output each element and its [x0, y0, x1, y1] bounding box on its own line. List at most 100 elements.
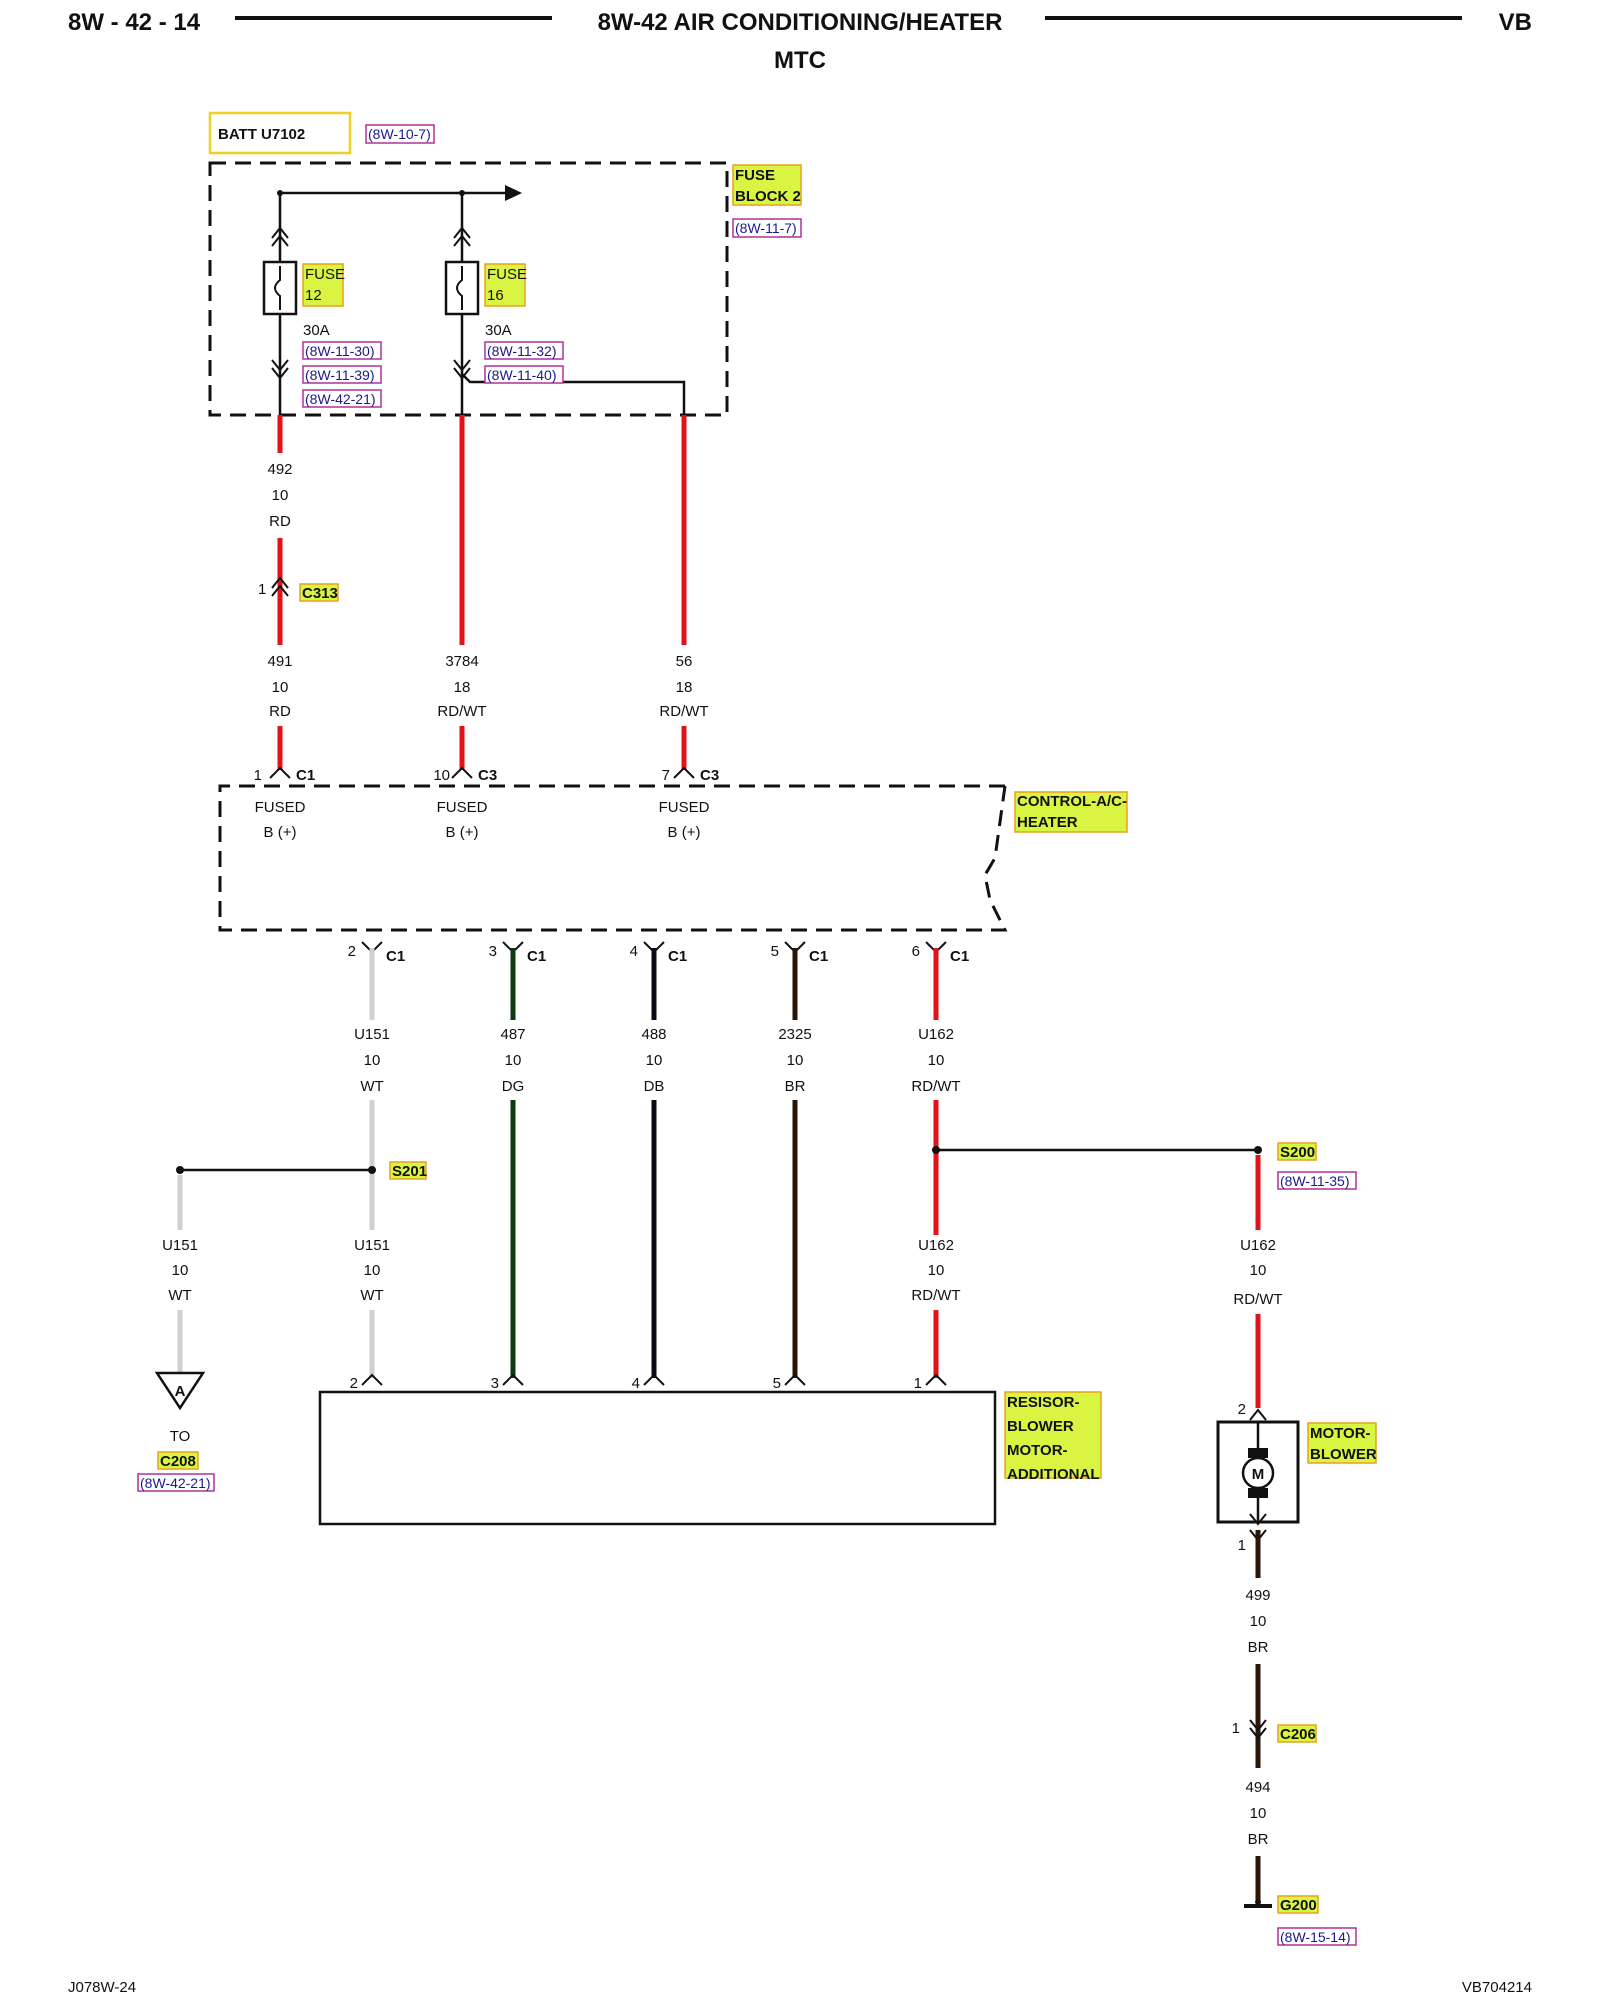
c208-offpage: A TO C208 (8W-42-21): [137, 1371, 215, 1492]
connector-chevron-icon: [1249, 1727, 1267, 1740]
s200-label-bg: [1277, 1142, 1317, 1161]
s201-name[interactable]: S201: [392, 1163, 427, 1180]
out2-circuit: 487: [500, 1026, 525, 1043]
output1-conn: C1: [386, 948, 405, 965]
connector-chevron-icon: [271, 584, 289, 597]
out3-gauge: 10: [646, 1052, 663, 1069]
resistor-pin-4: 4: [632, 1375, 640, 1392]
c206-label-bg: [1277, 1724, 1317, 1743]
connector-chevron-icon: [271, 359, 289, 372]
pin-chevron-icon: [673, 766, 695, 779]
fuse-block-ref-box: [732, 218, 802, 238]
pin-chevron-icon: [1249, 1408, 1267, 1421]
u151mid-color: WT: [360, 1287, 383, 1304]
c206-pin: 1: [1232, 1720, 1240, 1737]
offpage-triangle-icon: [154, 1371, 206, 1411]
u151mid-circuit: U151: [354, 1237, 390, 1254]
pin-chevron-icon: [784, 1373, 806, 1386]
splice-dot-icon: [176, 1166, 184, 1174]
resistor-box: [318, 1390, 997, 1526]
output2-conn: C1: [527, 948, 546, 965]
c313-name[interactable]: C313: [302, 585, 338, 602]
g200-name[interactable]: G200: [1280, 1897, 1317, 1914]
batt-ref[interactable]: (8W-10-7): [368, 126, 431, 142]
c206-name[interactable]: C206: [1280, 1726, 1316, 1743]
c208-ref[interactable]: (8W-42-21): [140, 1475, 211, 1491]
module-label-bg: [1014, 791, 1128, 833]
u162mid-gauge: 10: [928, 1262, 945, 1279]
batt-box: [208, 111, 352, 155]
u162right-gauge: 10: [1250, 1262, 1267, 1279]
batt-ref-box: [365, 124, 435, 144]
footer-right: VB704214: [1462, 1979, 1532, 1996]
resistor-pin-5: 5: [773, 1375, 781, 1392]
footer-left: J078W-24: [68, 1979, 136, 1996]
splice-dot-icon: [932, 1146, 940, 1154]
g200-ref[interactable]: (8W-15-14): [1280, 1929, 1351, 1945]
output2-pin: 3: [489, 943, 497, 960]
pin-chevron-icon: [643, 1373, 665, 1386]
wire494-circuit: 494: [1245, 1779, 1270, 1796]
c208-label-bg: [157, 1451, 199, 1470]
pin-chevron-icon: [269, 766, 291, 779]
u162right-color: RD/WT: [1233, 1291, 1282, 1308]
wire499-gauge: 10: [1250, 1613, 1267, 1630]
motor-pin-top: 2: [1238, 1401, 1246, 1418]
output1-pin: 2: [348, 943, 356, 960]
input3-l2: B (+): [668, 824, 701, 841]
fuse16-ref-2[interactable]: (8W-11-40): [487, 367, 557, 383]
fuse16-ref-1[interactable]: (8W-11-32): [487, 343, 557, 359]
wire491-circuit: 491: [267, 653, 292, 670]
c208-letter: A: [175, 1383, 186, 1400]
fuse12-rating: 30A: [303, 322, 330, 339]
out5-circuit: U162: [918, 1026, 954, 1043]
out3-color: DB: [644, 1078, 665, 1095]
connector-chevron-icon: [453, 367, 471, 380]
u151mid-gauge: 10: [364, 1262, 381, 1279]
u151left-circuit: U151: [162, 1237, 198, 1254]
ground-path: 499 10 BR 1 C206 494 10 BR G200 (8W-15-1…: [1232, 1530, 1357, 1946]
resistor-pin-1: 1: [914, 1375, 922, 1392]
fuse-block-label-bg: [732, 164, 802, 206]
connector-chevron-icon: [1249, 1719, 1267, 1732]
connector-chevron-icon: [453, 234, 471, 247]
wire494-color: BR: [1248, 1831, 1269, 1848]
out4-circuit: 2325: [778, 1026, 811, 1043]
fuse12-ref-1[interactable]: (8W-11-30): [305, 343, 375, 359]
u162mid-color: RD/WT: [911, 1287, 960, 1304]
fuse16-num: 16: [487, 287, 504, 304]
input2-conn: C3: [478, 767, 497, 784]
s200-ref[interactable]: (8W-11-35): [1280, 1173, 1350, 1189]
wire494-gauge: 10: [1250, 1805, 1267, 1822]
input2-pin: 10: [433, 767, 450, 784]
wire56-gauge: 18: [676, 679, 693, 696]
g200-ref-box: [1277, 1927, 1357, 1946]
input1-l2: B (+): [264, 824, 297, 841]
wire56-color: RD/WT: [659, 703, 708, 720]
fuse-block-ref[interactable]: (8W-11-7): [735, 220, 797, 236]
wire3784-circuit: 3784: [445, 653, 478, 670]
fuse12-ref-2[interactable]: (8W-11-39): [305, 367, 375, 383]
wire56-circuit: 56: [676, 653, 693, 670]
fuse12-ref-3[interactable]: (8W-42-21): [305, 391, 376, 407]
motor-symbol: M: [1252, 1466, 1265, 1483]
u151left-gauge: 10: [172, 1262, 189, 1279]
pin-chevron-icon: [925, 1373, 947, 1386]
connector-chevron-icon: [453, 359, 471, 372]
fuse12-label-bg: [302, 263, 344, 307]
fuse16-branch: [461, 373, 686, 415]
connector-chevron-icon: [453, 226, 471, 239]
motor-brush-icon: [1248, 1488, 1268, 1498]
page-footer: J078W-24 VB704214: [68, 1979, 1532, 1996]
s200-name[interactable]: S200: [1280, 1144, 1315, 1161]
feed-wires: 492 10 RD 1 C313 491 10 RD 3784 18 RD/WT…: [258, 415, 709, 770]
motor-label-bg: [1307, 1422, 1377, 1464]
c208-name[interactable]: C208: [160, 1453, 196, 1470]
fuse-element-icon: [274, 266, 281, 310]
output3-conn: C1: [668, 948, 687, 965]
out4-color: BR: [785, 1078, 806, 1095]
page-code: 8W - 42 - 14: [68, 9, 201, 36]
resistor-label-3: MOTOR-: [1007, 1442, 1068, 1459]
control-ac-heater-module: CONTROL-A/C- HEATER 1 C1 FUSED B (+) 10 …: [218, 766, 1128, 965]
output4-pin: 5: [771, 943, 779, 960]
